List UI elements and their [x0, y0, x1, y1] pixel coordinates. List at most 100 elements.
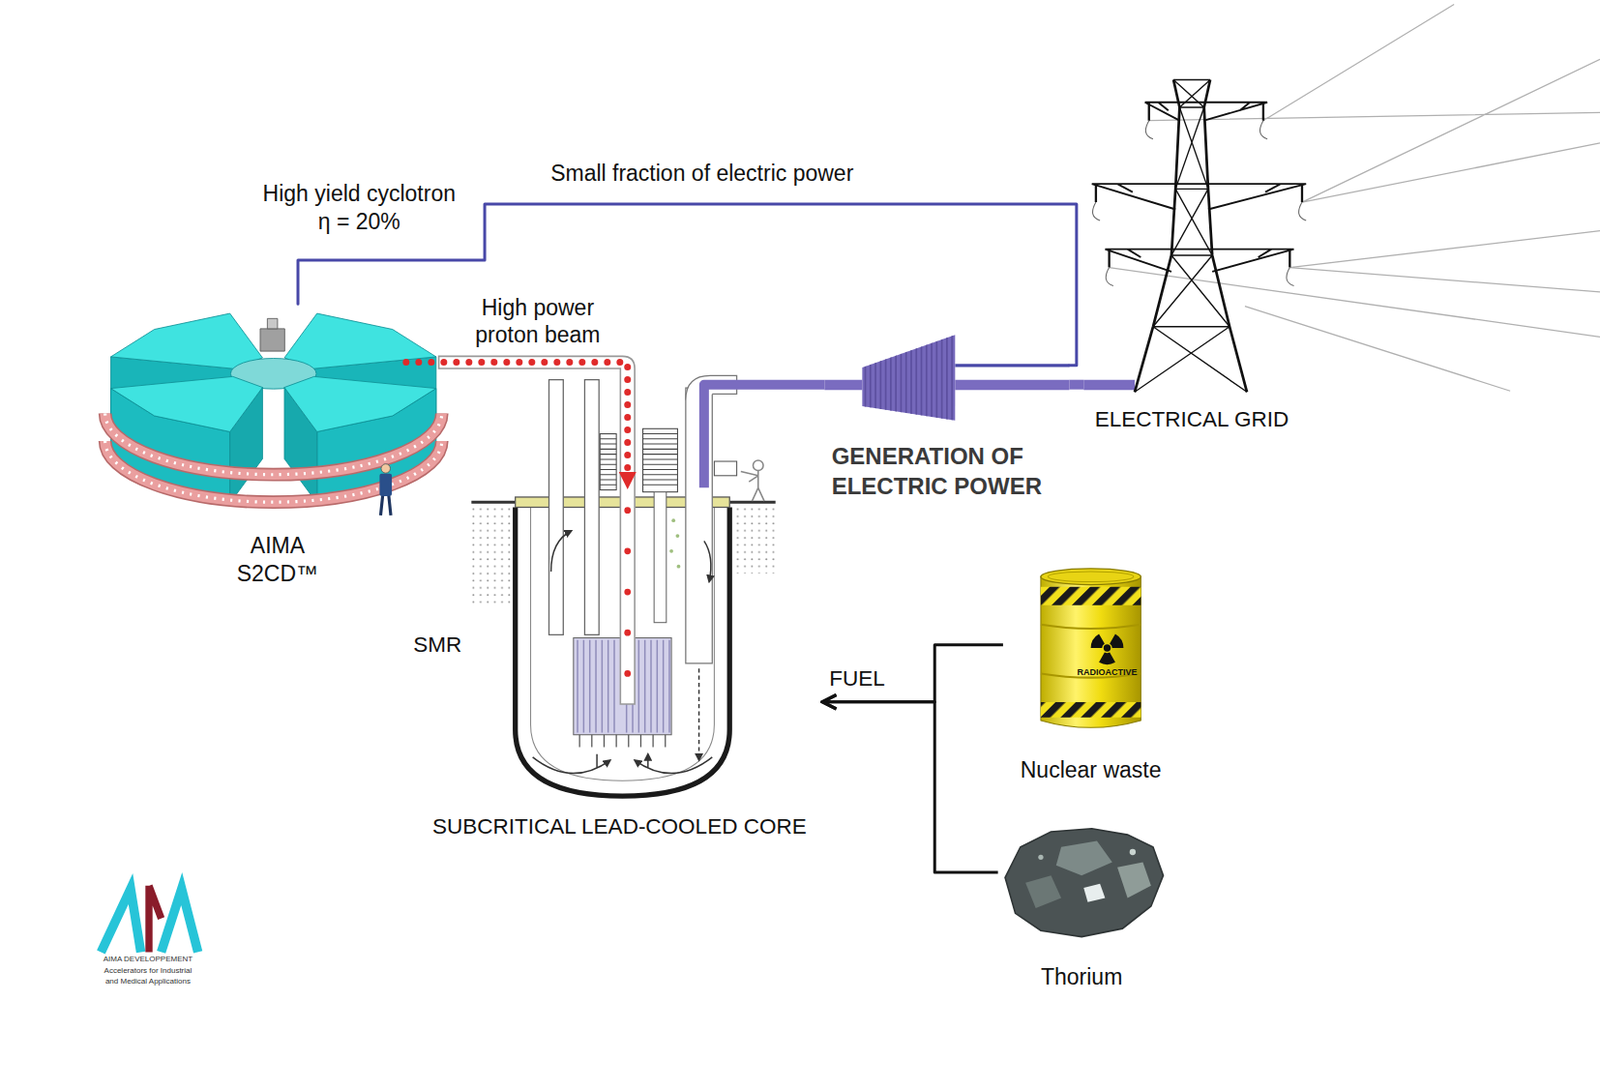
generator-drawing: [824, 326, 1135, 429]
cyclotron-drawing: [260, 328, 285, 352]
reactor-drawing: [634, 757, 712, 774]
cyclotron-node: AIMA S2CD™: [101, 303, 406, 594]
thorium-rock: [1005, 829, 1164, 938]
reactor-drawing: [599, 434, 617, 491]
cyclotron-drawing: [105, 441, 443, 503]
reactor-drawing: [669, 549, 674, 554]
thorium-rock: [1129, 849, 1136, 856]
reactor-drawing: [549, 380, 564, 636]
worker-figure: [740, 471, 765, 503]
waste-barrel: [1109, 633, 1124, 649]
fuel-arrow: [823, 702, 999, 873]
beam-pipe: [623, 547, 631, 555]
cyclotron-drawing: [284, 313, 437, 369]
logo-tagline: Accelerators for Industrial and Medical …: [98, 965, 197, 987]
thorium-rock: [1005, 829, 1164, 938]
proton-beam: [406, 361, 628, 488]
cyclotron-drawing: [284, 376, 437, 432]
worker-figure: [740, 460, 765, 502]
cyclotron-heading: High yield cyclotron η = 20%: [257, 179, 462, 238]
beam-pipe: [623, 506, 631, 514]
waste-barrel: [1040, 702, 1141, 718]
reactor-drawing: [676, 533, 681, 538]
worker-figure: [752, 460, 764, 472]
connector-label: Small fraction of electric power: [498, 159, 907, 189]
reactor-drawing: [653, 492, 667, 623]
thorium-rock: [1083, 884, 1105, 903]
pylon-drawing: [1134, 80, 1247, 393]
beam-pipe: [439, 355, 636, 705]
thorium-rock: [1037, 855, 1043, 860]
generator-drawing: [865, 326, 953, 429]
connector-label: High power proton beam: [456, 294, 621, 350]
reactor-drawing: [643, 428, 679, 492]
grid-caption: ELECTRICAL GRID: [1095, 405, 1315, 435]
cyclotron-drawing: [105, 413, 443, 475]
cyclotron-drawing: [105, 441, 443, 503]
fuel-caption: Thorium: [1020, 963, 1144, 993]
reactor-drawing: [596, 754, 649, 769]
reactor-drawing: [599, 439, 617, 485]
connector-label: FUEL: [807, 664, 906, 694]
cyclotron-drawing: [111, 376, 264, 432]
logo-name: AIMA DEVELOPPEMENT: [91, 954, 205, 966]
reactor-name: SMR: [413, 630, 495, 660]
waste-barrel: [1040, 576, 1141, 728]
thorium-rock: [1025, 875, 1062, 909]
reactor-drawing: [551, 531, 572, 572]
beam-pipe: [623, 589, 631, 596]
cyclotron-drawing: [111, 313, 264, 369]
fuel-caption: Nuclear waste: [1007, 756, 1175, 786]
generator-drawing: [954, 363, 1069, 367]
barrel-marking: RADIOACTIVE: [1066, 667, 1148, 679]
reactor-drawing: [698, 668, 700, 761]
reactor-drawing: [713, 461, 737, 476]
beam-pipe: [623, 629, 631, 637]
waste-barrel: [1040, 587, 1141, 606]
company-logo: [148, 886, 162, 953]
pylon-drawing: [1092, 3, 1600, 392]
generator-node: GENERATION OF ELECTRIC POWER: [824, 332, 1069, 506]
person-figure: [379, 464, 392, 516]
thorium-node: Thorium: [998, 821, 1174, 1002]
cyclotron-drawing: [105, 413, 443, 475]
thorium-rock: [1117, 862, 1152, 899]
reactor-drawing: [533, 757, 611, 774]
core-caption: SUBCRITICAL LEAD-COOLED CORE: [419, 812, 821, 842]
generator-caption: GENERATION OF ELECTRIC POWER: [831, 441, 1062, 503]
reactor-drawing: [579, 735, 666, 748]
cyclotron-drawing: [266, 318, 278, 329]
reactor-drawing: [677, 564, 682, 569]
person-figure: [379, 474, 392, 497]
pylon-drawing: [1092, 102, 1307, 272]
company-logo: [161, 888, 199, 952]
pylon-drawing: [1096, 102, 1303, 268]
waste-barrel: [1047, 571, 1134, 583]
device-name: AIMA S2CD™: [226, 532, 328, 590]
waste-barrel: [1098, 652, 1116, 665]
pylon-drawing: [1109, 3, 1600, 391]
power-line: [1068, 380, 1084, 390]
cyclotron-drawing: [105, 441, 443, 503]
beam-pipe: [623, 670, 631, 678]
waste-barrel: [1103, 644, 1111, 652]
company-logo: [100, 888, 141, 952]
reactor-drawing: [729, 506, 775, 574]
company-logo: [100, 886, 198, 953]
reactor-drawing: [643, 434, 679, 486]
person-figure: [380, 496, 391, 516]
reactor-drawing: [671, 518, 676, 523]
cyclotron-drawing: [105, 313, 443, 504]
grid-node: ELECTRICAL GRID: [1083, 69, 1319, 440]
pylon-drawing: [1093, 120, 1307, 287]
reactor-drawing: [704, 540, 712, 582]
waste-barrel: [1040, 568, 1141, 729]
feedback-wire: [297, 204, 1077, 366]
thorium-rock: [1056, 840, 1113, 876]
reactor-drawing: [584, 380, 599, 636]
waste-barrel: [1091, 633, 1105, 649]
reactor-drawing: [471, 506, 515, 604]
person-figure: [381, 464, 390, 474]
reactor-node: SMR SUBCRITICAL LEAD-COOLED CORE: [409, 487, 824, 849]
